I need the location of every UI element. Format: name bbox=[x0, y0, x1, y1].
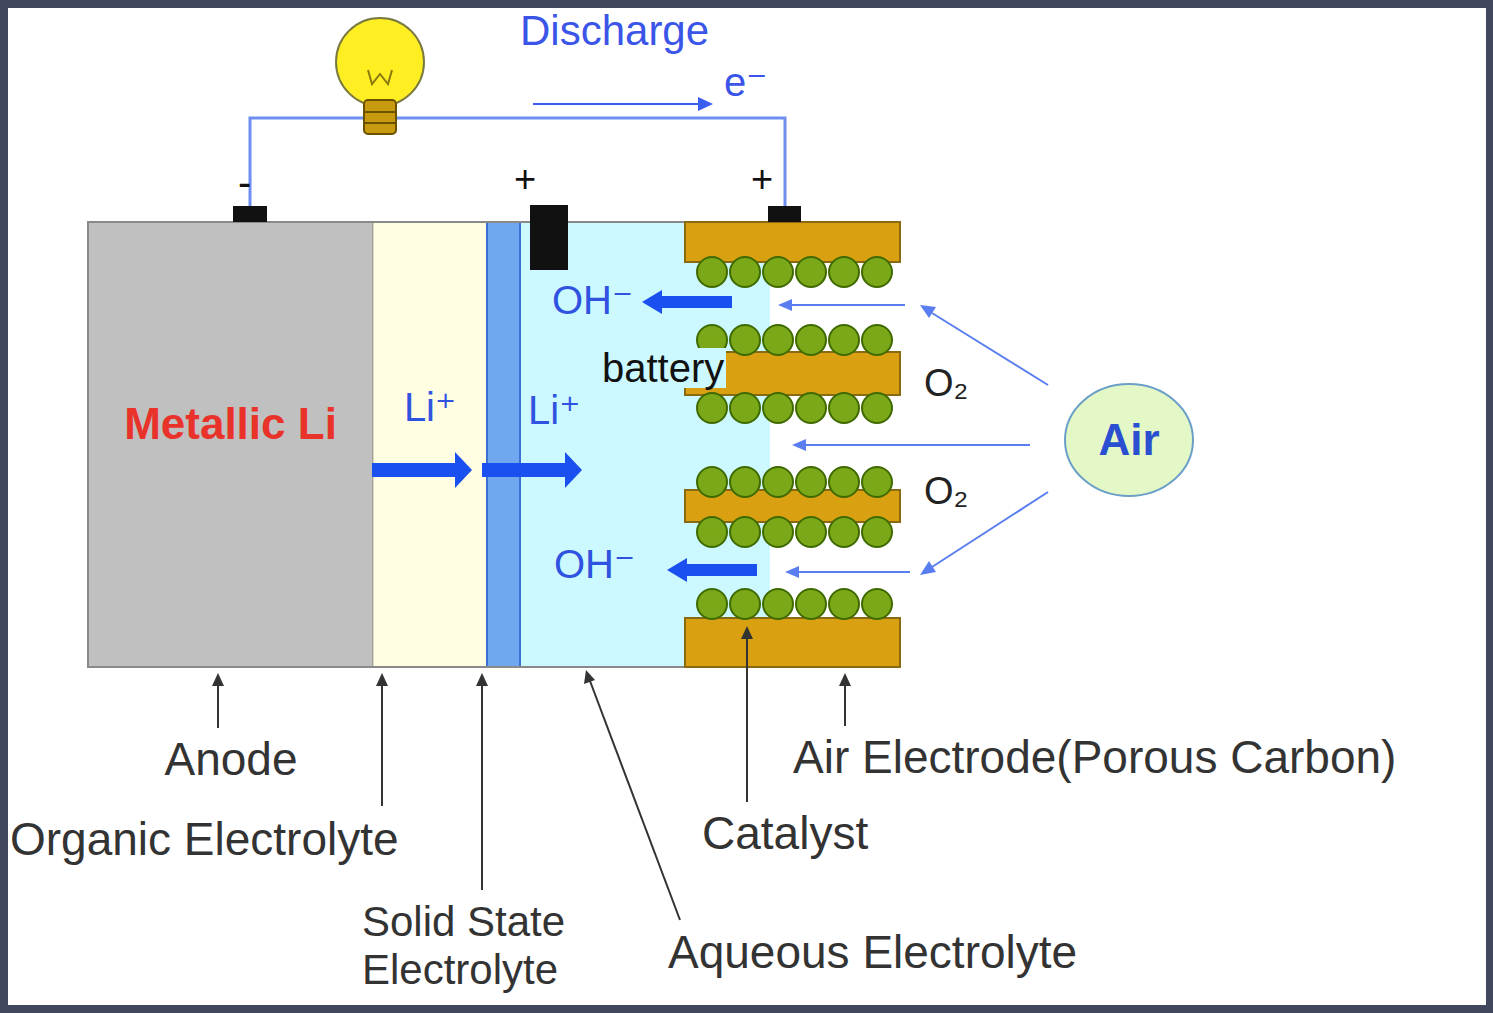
oxygen-flow-arrow bbox=[778, 299, 1048, 578]
gas-label: O₂ bbox=[924, 472, 968, 510]
electron-flow-arrow bbox=[533, 97, 713, 111]
circuit-wire bbox=[250, 118, 785, 207]
cell-top-edge bbox=[88, 221, 685, 223]
aqueous-electrolyte-band: Li⁺ OH⁻ OH⁻ bbox=[520, 222, 685, 667]
part-name: Aqueous Electrolyte bbox=[668, 929, 1077, 975]
terminal-sign: - bbox=[238, 162, 251, 202]
part-name: Catalyst bbox=[702, 810, 868, 856]
part-name: Organic Electrolyte bbox=[10, 816, 399, 862]
air-circle: Air bbox=[1063, 382, 1195, 498]
ion-label: OH⁻ bbox=[552, 280, 633, 320]
solid-state-electrolyte-layer bbox=[487, 222, 520, 667]
gas-label: O₂ bbox=[924, 364, 968, 402]
aqueous-electrolyte-layer bbox=[520, 222, 770, 667]
terminal-sign: + bbox=[514, 160, 536, 198]
ion-flow-arrow bbox=[372, 452, 582, 488]
part-name: Solid State Electrolyte bbox=[362, 898, 632, 995]
anode-layer bbox=[88, 222, 373, 667]
ion-label: OH⁻ bbox=[554, 544, 635, 584]
ion-label: Li⁺ bbox=[404, 387, 456, 427]
negative-terminal bbox=[233, 206, 267, 222]
positive-terminal bbox=[768, 206, 801, 222]
organic-electrolyte-layer bbox=[373, 222, 487, 667]
part-name: Air Electrode(Porous Carbon) bbox=[793, 734, 1396, 780]
ion-label: Li⁺ bbox=[528, 390, 580, 430]
flow-label: Discharge bbox=[520, 10, 709, 52]
anode-material: Metallic Li bbox=[124, 402, 337, 446]
anode-box: Metallic Li bbox=[88, 222, 373, 667]
hydroxide-flow-arrow bbox=[642, 290, 757, 582]
electron-label: e⁻ bbox=[724, 62, 767, 102]
circle-shape bbox=[1065, 384, 1193, 496]
slide-panel bbox=[8, 8, 1486, 1005]
terminal-sign: + bbox=[751, 160, 773, 198]
cell-label: battery bbox=[600, 348, 726, 388]
positive-terminal bbox=[530, 205, 568, 270]
organic-electrolyte-band: Li⁺ bbox=[373, 222, 487, 667]
leader-line bbox=[212, 626, 851, 920]
light-bulb bbox=[336, 18, 424, 134]
part-name: Anode bbox=[164, 736, 297, 782]
air-source: Air bbox=[1098, 418, 1159, 462]
